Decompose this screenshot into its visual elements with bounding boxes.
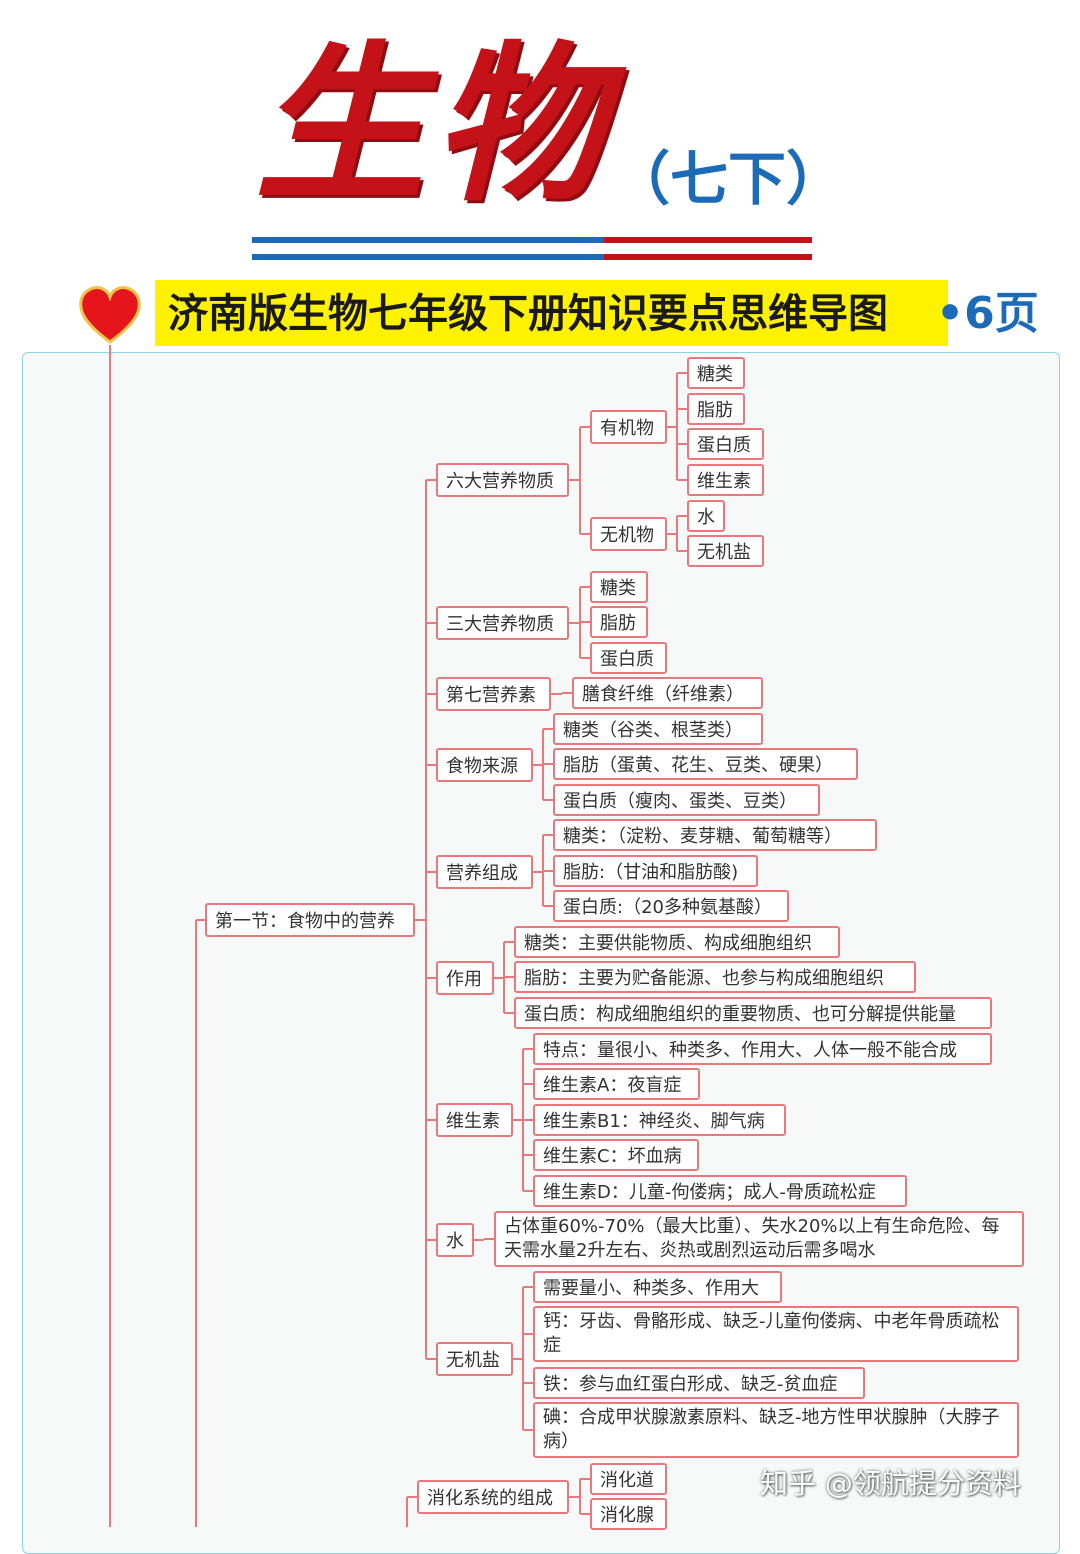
subtitle-grade: （七下） [612, 145, 845, 213]
node-seventh[interactable]: 第七营养素 [436, 677, 551, 711]
node-function-3[interactable]: 蛋白质：构成细胞组织的重要物质、也可分解提供能量 [514, 997, 992, 1029]
banner-title: 济南版生物七年级下册知识要点思维导图 [168, 291, 888, 337]
node-function[interactable]: 作用 [436, 961, 494, 995]
node-minerals-2[interactable]: 钙：牙齿、骨骼形成、缺乏-儿童佝偻病、中老年骨质疏松症 [533, 1306, 1019, 1362]
node-water-1[interactable]: 占体重60%-70%（最大比重）、失水20%以上有生命危险、每天需水量2升左右、… [494, 1211, 1024, 1267]
node-digestive-1[interactable]: 消化道 [590, 1463, 667, 1495]
node-composition-3[interactable]: 蛋白质:（20多种氨基酸） [553, 890, 789, 922]
underline-red-2 [604, 254, 812, 260]
watermark: 知乎 @领航提分资料 [760, 1467, 1021, 1500]
node-composition[interactable]: 营养组成 [436, 855, 533, 889]
node-function-2[interactable]: 脂肪：主要为贮备能源、也参与构成细胞组织 [514, 961, 916, 993]
node-composition-2[interactable]: 脂肪:（甘油和脂肪酸) [553, 855, 758, 887]
node-water[interactable]: 水 [436, 1223, 474, 1257]
node-organic-4[interactable]: 维生素 [687, 464, 764, 496]
node-organic-2[interactable]: 脂肪 [687, 393, 745, 425]
node-nutrients6[interactable]: 六大营养物质 [436, 463, 569, 497]
node-nutrients3-1[interactable]: 糖类 [590, 571, 648, 603]
node-section1[interactable]: 第一节：食物中的营养 [205, 903, 415, 937]
node-vitamin-5[interactable]: 维生素D：儿童-佝偻病；成人-骨质疏松症 [533, 1175, 907, 1207]
node-vitamin-2[interactable]: 维生素A：夜盲症 [533, 1068, 700, 1100]
node-inorganic[interactable]: 无机物 [590, 517, 667, 551]
node-vitamin[interactable]: 维生素 [436, 1103, 513, 1137]
node-sources-2[interactable]: 脂肪（蛋黄、花生、豆类、硬果） [553, 748, 858, 780]
node-organic-3[interactable]: 蛋白质 [687, 428, 764, 460]
node-minerals[interactable]: 无机盐 [436, 1342, 513, 1376]
node-minerals-4[interactable]: 碘：合成甲状腺激素原料、缺乏-地方性甲状腺肿（大脖子病） [533, 1402, 1019, 1458]
node-digestive[interactable]: 消化系统的组成 [417, 1480, 569, 1514]
node-nutrients3-3[interactable]: 蛋白质 [590, 642, 667, 674]
page-count: •6页 [936, 288, 1039, 339]
banner-background [155, 280, 948, 346]
node-sources-3[interactable]: 蛋白质（瘦肉、蛋类、豆类） [553, 784, 820, 816]
node-sources[interactable]: 食物来源 [436, 748, 533, 782]
node-composition-1[interactable]: 糖类：（淀粉、麦芽糖、葡萄糖等） [553, 819, 877, 851]
underline-blue-2 [252, 254, 604, 260]
node-vitamin-3[interactable]: 维生素B1：神经炎、脚气病 [533, 1104, 786, 1136]
node-organic-1[interactable]: 糖类 [687, 357, 745, 389]
underline-blue [252, 237, 604, 243]
heart-icon [79, 286, 141, 344]
node-vitamin-4[interactable]: 维生素C：坏血病 [533, 1139, 699, 1171]
node-digestive-2[interactable]: 消化腺 [590, 1498, 667, 1530]
node-inorganic-1[interactable]: 水 [687, 500, 725, 532]
node-nutrients3[interactable]: 三大营养物质 [436, 606, 569, 640]
node-organic[interactable]: 有机物 [590, 410, 667, 444]
node-minerals-1[interactable]: 需要量小、种类多、作用大 [533, 1271, 782, 1303]
node-sources-1[interactable]: 糖类（谷类、根茎类） [553, 713, 763, 745]
node-inorganic-2[interactable]: 无机盐 [687, 535, 764, 567]
node-vitamin-1[interactable]: 特点：量很小、种类多、作用大、人体一般不能合成 [533, 1033, 992, 1065]
node-seventh-1[interactable]: 膳食纤维（纤维素） [572, 677, 763, 709]
node-function-1[interactable]: 糖类：主要供能物质、构成细胞组织 [514, 926, 840, 958]
title-shengwu: 生物 [255, 25, 612, 225]
node-minerals-3[interactable]: 铁：参与血红蛋白形成、缺乏-贫血症 [533, 1367, 865, 1399]
header: 生物 （七下） 济南版生物七年级下册知识要点思维导图 •6页 [0, 0, 1080, 350]
underline-red [604, 237, 812, 243]
node-nutrients3-2[interactable]: 脂肪 [590, 606, 648, 638]
